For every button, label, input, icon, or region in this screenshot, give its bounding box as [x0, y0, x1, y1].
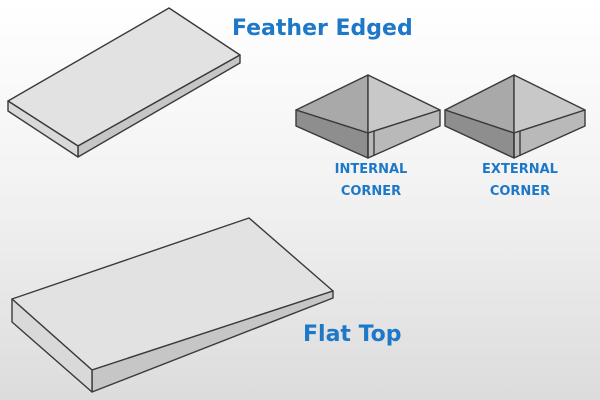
internal-corner-coping [295, 74, 441, 159]
feather-edged-label: Feather Edged [232, 16, 413, 41]
flat-top-coping-stone [11, 217, 334, 393]
flat-top-label: Flat Top [303, 322, 402, 347]
internal-corner-label-line2: CORNER [340, 184, 402, 199]
external-corner-label-line1: EXTERNAL [482, 162, 558, 177]
external-corner-label-line2: CORNER [489, 184, 551, 199]
feather-edged-end-face [7, 100, 79, 158]
internal-corner-label: INTERNAL CORNER [323, 159, 419, 203]
external-corner-coping [444, 74, 586, 159]
external-corner-label: EXTERNAL CORNER [472, 159, 568, 203]
feather-edged-coping-stone [7, 7, 241, 158]
flat-top-end-face [11, 298, 93, 393]
internal-corner-label-line1: INTERNAL [334, 162, 408, 177]
